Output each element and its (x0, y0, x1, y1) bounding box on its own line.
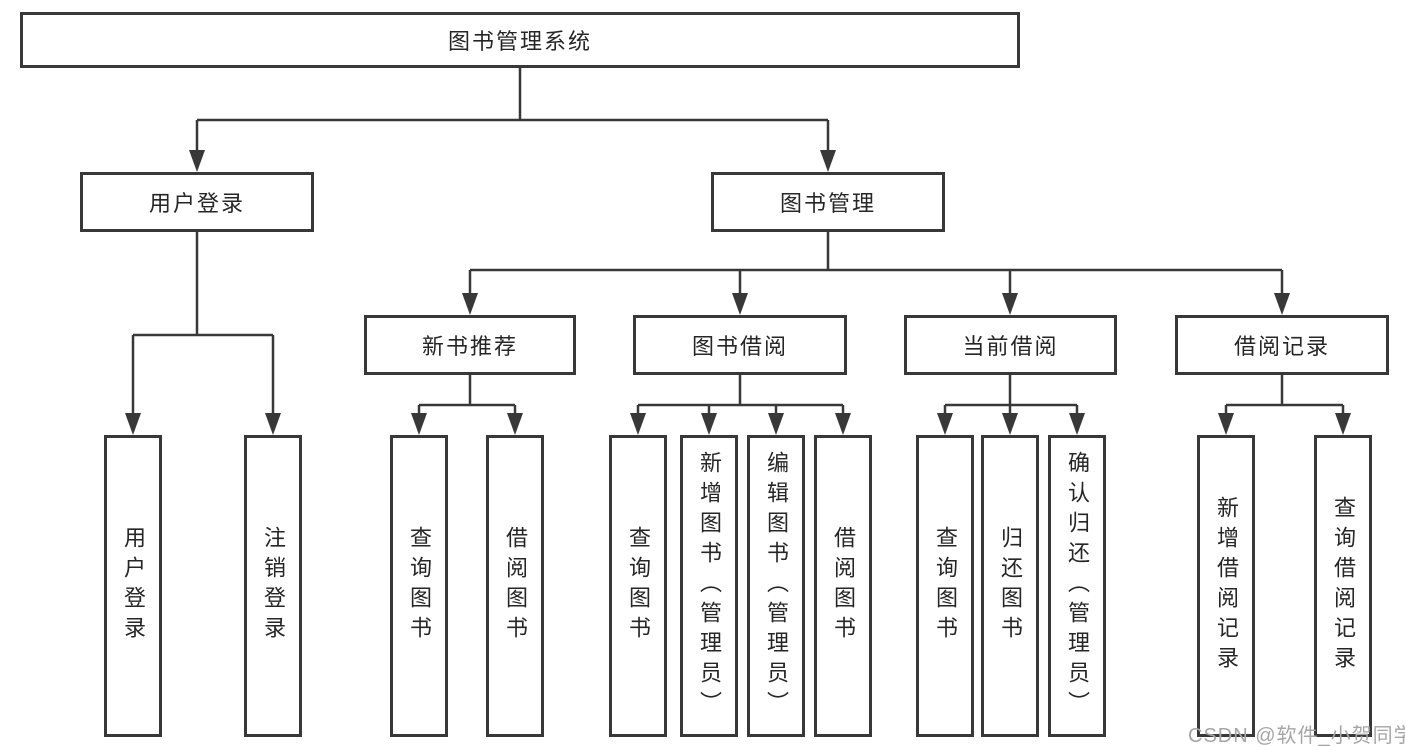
node-label: 借阅图书 (831, 526, 856, 646)
leaf-current-confirm-return-admin: 确认归还（管理员） (1048, 435, 1106, 737)
arrowhead-down-icon (507, 413, 523, 435)
leaf-borrowing-query-books: 查询图书 (609, 435, 667, 737)
connector-new-book-recommend-to-leaves (411, 375, 523, 435)
leaf-current-query-books: 查询图书 (916, 435, 974, 737)
arrowhead-down-icon (1274, 293, 1290, 315)
node-label: 图书管理系统 (447, 29, 592, 54)
arrowhead-down-icon (937, 413, 953, 435)
node-label: 查询图书 (933, 526, 958, 646)
leaf-borrowing-add-books-admin: 新增图书（管理员） (680, 435, 738, 737)
watermark: CSDN @软件_小贺同学 (1188, 725, 1405, 747)
node-current-borrowing: 当前借阅 (904, 315, 1117, 375)
arrowhead-down-icon (732, 293, 748, 315)
leaf-records-add-record: 新增借阅记录 (1197, 435, 1255, 737)
arrowhead-down-icon (1069, 413, 1085, 435)
arrowhead-down-icon (1335, 413, 1351, 435)
arrowhead-down-icon (1218, 413, 1234, 435)
arrowhead-down-icon (189, 150, 205, 172)
leaf-recommend-borrow-books: 借阅图书 (486, 435, 544, 737)
arrowhead-down-icon (1002, 413, 1018, 435)
node-label: 用户登录 (121, 526, 146, 646)
node-user-login: 用户登录 (80, 172, 314, 232)
leaf-borrowing-borrow-books: 借阅图书 (814, 435, 872, 737)
connector-current-borrowing-to-leaves (937, 375, 1085, 435)
node-root: 图书管理系统 (20, 12, 1020, 68)
connector-book-management-to-groups (462, 232, 1290, 315)
node-borrow-records: 借阅记录 (1175, 315, 1389, 375)
node-label: 当前借阅 (962, 334, 1059, 359)
connector-book-borrowing-to-leaves (630, 375, 851, 435)
node-book-management: 图书管理 (711, 172, 945, 232)
node-label: 借阅图书 (503, 526, 528, 646)
node-label: 归还图书 (998, 526, 1023, 646)
node-book-borrowing: 图书借阅 (633, 315, 847, 375)
connector-user-login-to-leaves (125, 232, 281, 435)
arrowhead-down-icon (1002, 293, 1018, 315)
arrowhead-down-icon (462, 293, 478, 315)
node-label: 编辑图书（管理员） (764, 451, 789, 721)
node-label: 查询图书 (626, 526, 651, 646)
arrowhead-down-icon (265, 413, 281, 435)
leaf-user-login: 用户登录 (104, 435, 162, 737)
node-label: 图书管理 (779, 191, 876, 216)
arrowhead-down-icon (768, 413, 784, 435)
node-label: 用户登录 (148, 191, 245, 216)
arrowhead-down-icon (820, 150, 836, 172)
node-label: 查询借阅记录 (1331, 496, 1356, 676)
node-label: 新书推荐 (421, 334, 518, 359)
connector-root-to-level2 (189, 68, 836, 172)
leaf-records-query-record: 查询借阅记录 (1314, 435, 1372, 737)
arrowhead-down-icon (835, 413, 851, 435)
node-label: 新增图书（管理员） (697, 451, 722, 721)
node-new-book-recommend: 新书推荐 (364, 315, 576, 375)
arrowhead-down-icon (411, 413, 427, 435)
leaf-logout: 注销登录 (244, 435, 302, 737)
leaf-borrowing-edit-books-admin: 编辑图书（管理员） (747, 435, 805, 737)
node-label: 新增借阅记录 (1214, 496, 1239, 676)
node-label: 图书借阅 (691, 334, 788, 359)
leaf-recommend-query-books: 查询图书 (390, 435, 448, 737)
arrowhead-down-icon (630, 413, 646, 435)
arrowhead-down-icon (701, 413, 717, 435)
leaf-current-return-books: 归还图书 (981, 435, 1039, 737)
arrowhead-down-icon (125, 413, 141, 435)
node-label: 确认归还（管理员） (1065, 451, 1090, 721)
connector-borrow-records-to-leaves (1218, 375, 1351, 435)
node-label: 查询图书 (407, 526, 432, 646)
node-label: 注销登录 (261, 526, 286, 646)
node-label: 借阅记录 (1233, 334, 1330, 359)
